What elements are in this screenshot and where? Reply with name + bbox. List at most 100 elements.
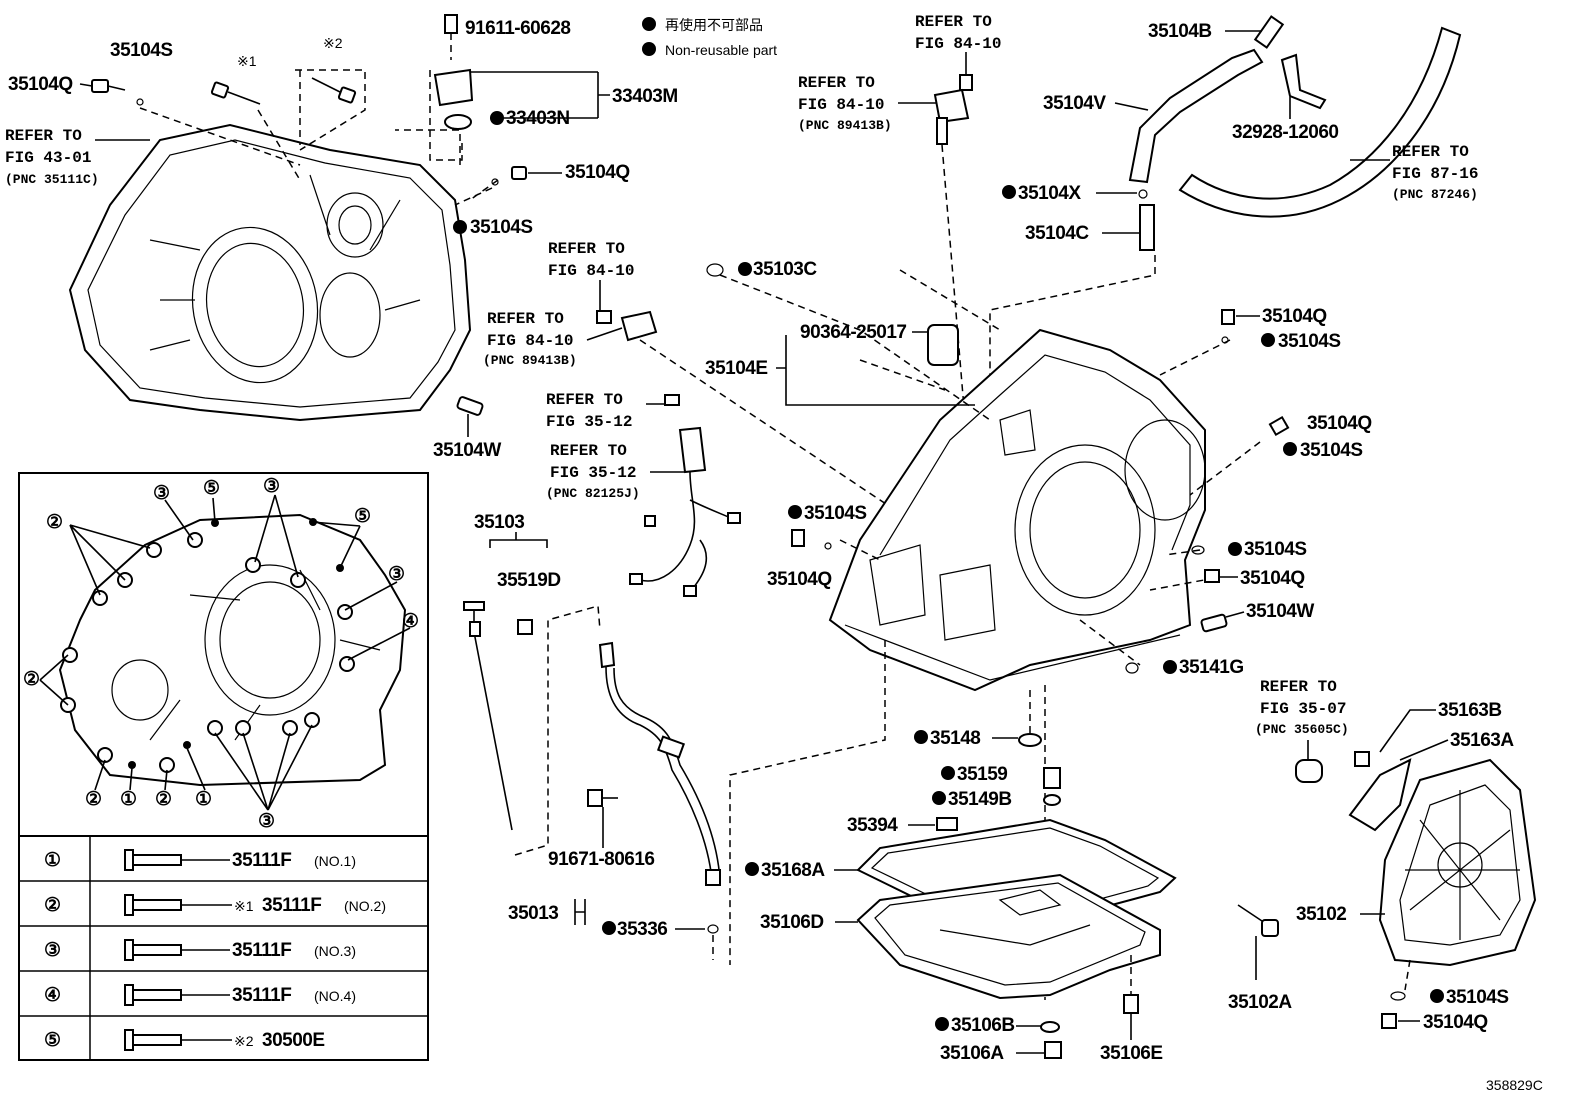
- speed-sensor-top: [933, 74, 973, 421]
- pin-icon: [456, 396, 484, 416]
- non-reusable-dot-icon: [788, 505, 802, 519]
- callout-number: ⑤: [203, 478, 220, 499]
- svg-text:③: ③: [44, 940, 61, 961]
- part-label: 90364-25017: [800, 322, 907, 343]
- svg-text:(PNC 89413B): (PNC 89413B): [798, 118, 892, 133]
- svg-text:(PNC 87246): (PNC 87246): [1392, 187, 1478, 202]
- mark-label: ※1: [237, 53, 257, 69]
- bearing-icon: [1295, 759, 1323, 783]
- o-ring-icon: [707, 924, 719, 934]
- part-label: 35104X: [1018, 183, 1081, 204]
- bolt-shank: [132, 989, 182, 1001]
- bolt-table-row: ② ※1 35111F (NO.2): [44, 894, 386, 916]
- svg-text:REFER TO: REFER TO: [798, 74, 875, 92]
- callout-number: ②: [85, 789, 102, 810]
- svg-text:REFER TO: REFER TO: [1260, 678, 1337, 696]
- part-label: 35104B: [1148, 21, 1212, 42]
- bolt-icon: [1381, 1013, 1397, 1029]
- part-label: 35163B: [1438, 700, 1502, 721]
- legend-jp: 再使用不可部品: [665, 17, 763, 33]
- bolt-shank: [132, 899, 182, 911]
- part-label: 35148: [930, 728, 980, 749]
- filter-icon: [927, 324, 959, 366]
- callout-number: ①: [195, 789, 212, 810]
- part-label: 35104Q: [767, 569, 832, 590]
- callout-number: ③: [388, 564, 405, 585]
- svg-text:(PNC 82125J): (PNC 82125J): [546, 486, 640, 501]
- part-label: 35106D: [760, 912, 824, 933]
- svg-text:(NO.3): (NO.3): [314, 943, 356, 959]
- housing-bolts: [91, 77, 527, 416]
- part-label: 35104C: [1025, 223, 1089, 244]
- part-label: 32928-12060: [1232, 122, 1339, 143]
- refer-fig-84-10-mid: REFER TO FIG 84-10 (PNC 89413B): [798, 74, 936, 133]
- speed-sensor-left: [596, 310, 911, 521]
- part-label: 35141G: [1179, 657, 1244, 678]
- part-label: 35104Q: [8, 74, 73, 95]
- part-label: 35394: [847, 815, 898, 836]
- svg-text:FIG 35-12: FIG 35-12: [546, 413, 632, 431]
- bolt-icon: [124, 1029, 134, 1051]
- plug-33403-drawing: [429, 14, 610, 161]
- part-label: 35103C: [753, 259, 817, 280]
- bolt-icon: [664, 394, 680, 406]
- part-label: 35104S: [804, 503, 867, 524]
- callout-number: ③: [153, 483, 170, 504]
- svg-text:FIG 84-10: FIG 84-10: [915, 35, 1001, 53]
- part-label: 35104Q: [565, 162, 630, 183]
- extension-housing-drawing: [1348, 758, 1537, 991]
- breather-hose-drawing: [989, 15, 1462, 395]
- part-label: 35104S: [1278, 331, 1341, 352]
- svg-text:REFER TO: REFER TO: [548, 240, 625, 258]
- bolt-icon: [124, 894, 134, 916]
- svg-text:FIG 84-10: FIG 84-10: [548, 262, 634, 280]
- part-label: 35104Q: [1262, 306, 1327, 327]
- bolt-icon: [91, 79, 109, 93]
- non-reusable-dot-icon: [745, 862, 759, 876]
- svg-text:FIG 84-10: FIG 84-10: [487, 332, 573, 350]
- bolt-icon: [124, 849, 134, 871]
- svg-text:REFER TO: REFER TO: [546, 391, 623, 409]
- svg-text:(PNC 89413B): (PNC 89413B): [483, 353, 577, 368]
- svg-text:REFER TO: REFER TO: [550, 442, 627, 460]
- bolt-icon: [444, 14, 458, 34]
- svg-text:FIG 35-07: FIG 35-07: [1260, 700, 1346, 718]
- bolt-icon: [1221, 309, 1235, 325]
- part-label: 35104Q: [1423, 1012, 1488, 1033]
- transmission-case-drawing: [828, 328, 1206, 692]
- svg-text:(PNC 35605C): (PNC 35605C): [1255, 722, 1349, 737]
- part-label: 33403N: [506, 108, 570, 129]
- callout-number: ①: [120, 789, 137, 810]
- filter-90364-group: 90364-25017: [776, 322, 975, 406]
- legend: 再使用不可部品 Non-reusable part: [642, 17, 777, 58]
- bolt-shank: [132, 854, 182, 866]
- part-label: 35103: [474, 512, 524, 533]
- o-ring-icon: [706, 263, 724, 277]
- bolt-icon: [791, 529, 805, 547]
- svg-text:35111F: 35111F: [262, 895, 321, 916]
- washer-icon: [1043, 794, 1061, 806]
- part-label: 33403M: [612, 86, 678, 107]
- callout-number: ③: [258, 811, 275, 832]
- part-label: 35104Q: [1307, 413, 1372, 434]
- non-reusable-dot-icon: [490, 111, 504, 125]
- svg-text:(PNC 35111C): (PNC 35111C): [5, 172, 99, 187]
- magnet-icon: [936, 817, 958, 831]
- bolt-icon: [959, 74, 973, 91]
- bolt-icon: [124, 984, 134, 1006]
- part-label: 35104Q: [1240, 568, 1305, 589]
- bolt-icon: [210, 81, 230, 99]
- bolt-icon: [596, 310, 612, 324]
- part-label: 91671-80616: [548, 849, 655, 870]
- bolt-table-row: ⑤ ※2 30500E: [44, 1029, 325, 1051]
- oil-filler-tube-drawing: [587, 641, 721, 960]
- svg-text:(NO.1): (NO.1): [314, 853, 356, 869]
- non-reusable-dot-icon: [642, 42, 656, 56]
- refer-fig-35-12-a: REFER TO FIG 35-12: [546, 391, 665, 431]
- svg-text:(NO.2): (NO.2): [344, 898, 386, 914]
- refer-fig-35-07: REFER TO FIG 35-07 (PNC 35605C): [1255, 678, 1349, 783]
- svg-text:※1: ※1: [234, 898, 254, 914]
- non-reusable-dot-icon: [1228, 542, 1242, 556]
- part-label: 35106A: [940, 1043, 1004, 1064]
